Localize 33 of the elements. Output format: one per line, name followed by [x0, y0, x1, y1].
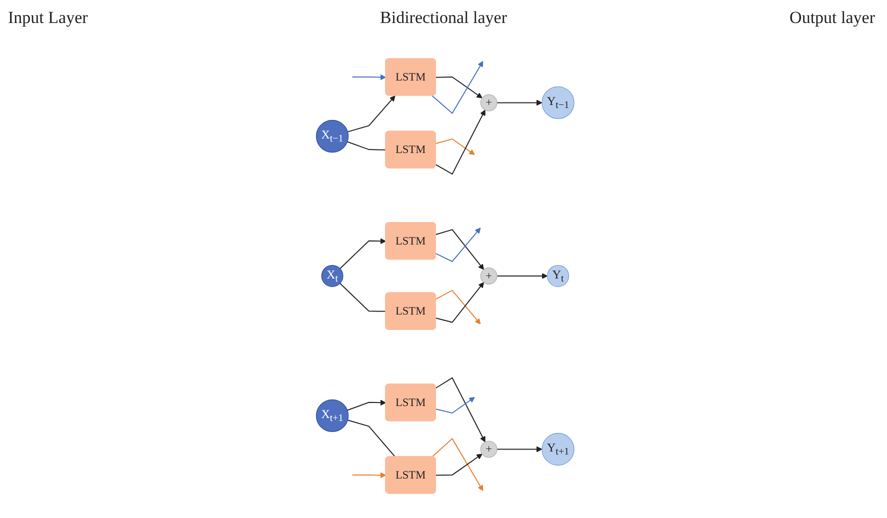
arrow — [496, 273, 548, 279]
arrow — [352, 472, 386, 478]
arrow — [436, 377, 486, 442]
arrow — [340, 238, 386, 270]
column-heading: Bidirectional layer — [380, 8, 507, 28]
arrow — [347, 96, 396, 132]
arrow — [432, 438, 484, 491]
node-circle — [547, 264, 570, 288]
node-circle — [542, 86, 575, 120]
node-circle — [322, 264, 344, 288]
arrow — [436, 138, 476, 155]
node-circle — [542, 432, 575, 466]
arrow — [352, 74, 386, 80]
node-circle — [480, 267, 498, 285]
node-circle — [480, 440, 498, 458]
column-heading: Output layer — [790, 8, 875, 28]
arrow — [436, 229, 484, 270]
arrow — [436, 282, 484, 323]
arrow — [436, 110, 486, 175]
arrow — [436, 76, 483, 98]
node-circle — [480, 94, 498, 112]
diagram: X$_{t−1}$ LSTM LSTM + Y$_{t−1}$ X$_{t}$ LSTM LSTM + Y$_{t}$ X$_{t+1}$ LSTM LSTM + Y$_{t+1}$ — [307, 36, 580, 516]
column-heading: Input Layer — [8, 8, 88, 28]
arrow — [496, 100, 543, 106]
arrow — [436, 228, 482, 262]
arrow — [436, 290, 482, 324]
arrow — [432, 61, 484, 114]
arrow — [496, 446, 543, 452]
arrow — [347, 400, 386, 411]
arrow — [436, 397, 476, 414]
node-circle — [316, 399, 349, 432]
node-circle — [316, 120, 349, 153]
arrow — [436, 454, 483, 476]
